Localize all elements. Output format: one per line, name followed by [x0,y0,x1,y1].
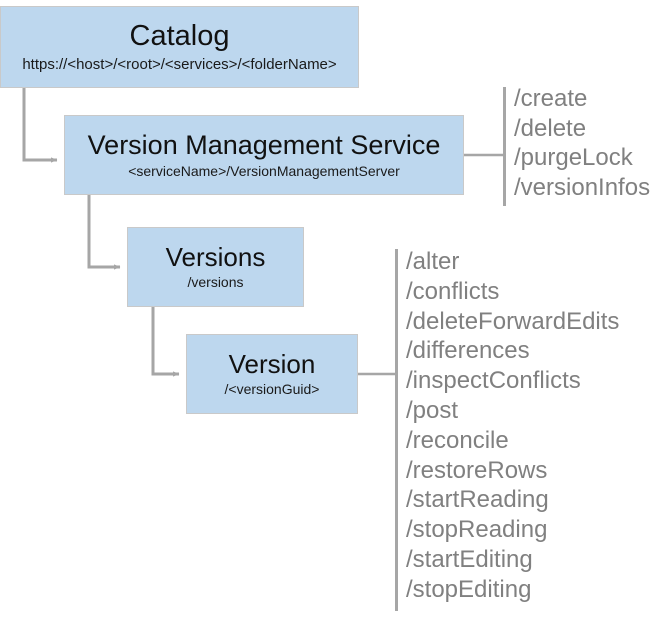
operation-item[interactable]: /post [406,396,459,424]
node-versions-title: Versions [165,242,266,273]
connector-versions-to-version [151,307,180,377]
node-catalog-title: Catalog [129,20,230,53]
operation-item[interactable]: /purgeLock [514,144,633,171]
operation-item[interactable]: /alter [406,248,460,275]
node-version-path: /<versionGuid> [224,381,320,398]
operation-item[interactable]: /stopReading [406,516,548,544]
version-operations-bracket [395,249,398,611]
operation-item[interactable]: /inspectConflicts [406,367,581,395]
node-versions-path: /versions [187,274,244,291]
service-operations-bracket [503,87,506,206]
operation-item[interactable]: /restoreRows [406,456,548,484]
node-versions[interactable]: Versions /versions [127,227,304,307]
connector-service-to-versions [87,195,121,270]
node-version-management-service-path: <serviceName>/VersionManagementServer [128,162,400,179]
connector-catalog-to-service [22,88,58,163]
operation-item[interactable]: /reconcile [406,426,509,454]
node-version-management-service[interactable]: Version Management Service <serviceName>… [64,115,464,195]
operation-item[interactable]: /conflicts [406,277,500,305]
service-operations-list: /create/delete/purgeLock/versionInfos [514,84,650,202]
operation-item[interactable]: /stopEditing [406,575,532,603]
node-version-title: Version [228,349,316,380]
operation-item[interactable]: /differences [406,337,530,365]
node-version-management-service-title: Version Management Service [87,130,441,161]
node-version[interactable]: Version /<versionGuid> [186,334,358,414]
operation-item[interactable]: /create [514,85,588,112]
node-catalog[interactable]: Catalog https://<host>/<root>/<services>… [0,6,359,88]
operation-item[interactable]: /delete [514,114,587,142]
operation-item[interactable]: /deleteForwardEdits [406,307,620,335]
node-catalog-path: https://<host>/<root>/<services>/<folder… [22,55,337,73]
operation-item[interactable]: /startEditing [406,545,533,573]
version-operations-list: /alter/conflicts/deleteForwardEdits/diff… [406,247,619,605]
operation-item[interactable]: /versionInfos [514,173,650,201]
operation-item[interactable]: /startReading [406,486,549,514]
